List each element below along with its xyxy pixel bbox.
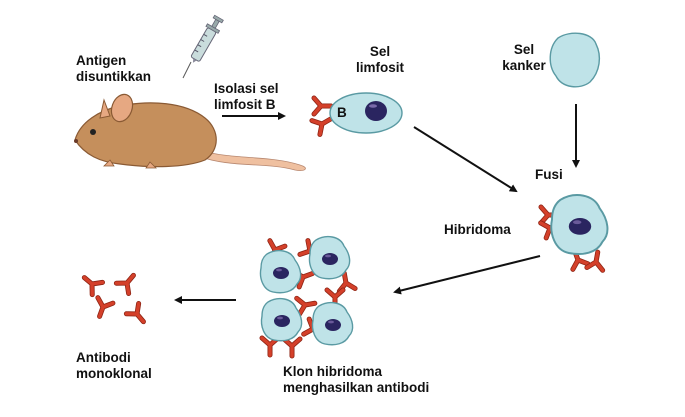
clone-label-line1: Klon hibridoma (283, 364, 382, 379)
lymphocyte-label-line2: limfosit (355, 60, 404, 75)
hybridoma-clones (261, 235, 356, 356)
b-cell-marker: B (337, 105, 347, 120)
syringe-icon (182, 14, 224, 79)
mouse-icon (74, 93, 306, 171)
lymphocyte-label-line1: Sel (369, 44, 391, 59)
cancer-label-line1: Sel (513, 42, 535, 57)
cancer-label: Sel kanker (497, 42, 551, 74)
isolation-label-line2: limfosit B (214, 97, 276, 112)
clone-label: Klon hibridoma menghasilkan antibodi (283, 364, 429, 396)
arrow-to-clones (393, 255, 541, 295)
antibody-label-line1: Antibodi (76, 350, 131, 365)
antibody-label-line2: monoklonal (76, 366, 152, 381)
isolation-label: Isolasi sel limfosit B (214, 81, 279, 113)
hybridoma-label: Hibridoma (444, 222, 511, 237)
fusion-label: Fusi (535, 167, 563, 182)
antibody-label: Antibodi monoklonal (76, 350, 152, 382)
hybridoma-cell (541, 194, 609, 270)
isolation-label-line1: Isolasi sel (214, 81, 279, 96)
antigen-label-line1: Antigen (76, 53, 127, 68)
lymphocyte-label: Sel limfosit (350, 44, 410, 76)
antigen-label: Antigen disuntikkan (76, 53, 151, 85)
cancer-label-line2: kanker (502, 58, 546, 73)
arrow-to-hybridoma (413, 126, 518, 193)
antigen-label-line2: disuntikkan (76, 69, 152, 84)
cancer-cell (549, 32, 601, 88)
clone-label-line2: menghasilkan antibodi (283, 380, 430, 395)
b-lymphocyte-cell (312, 92, 403, 134)
monoclonal-antibodies (79, 270, 149, 327)
